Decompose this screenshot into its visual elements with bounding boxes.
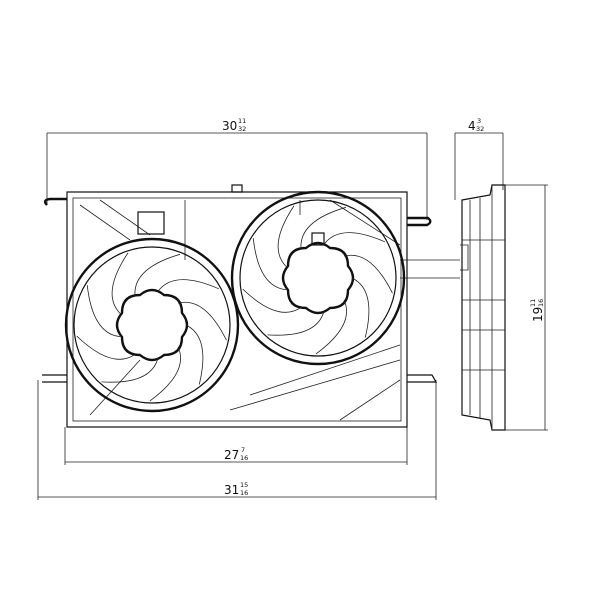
top-width-den: 32 <box>238 125 246 133</box>
overall-width-whole: 31 <box>224 483 239 497</box>
fan-blade <box>177 301 227 341</box>
depth-den: 32 <box>476 125 484 133</box>
fan-blade <box>185 324 204 385</box>
fan-blade <box>76 335 136 360</box>
overall-width-num: 15 <box>240 481 248 489</box>
shroud-width-whole: 27 <box>224 448 239 462</box>
fan-blade <box>157 279 219 292</box>
right-fan <box>230 190 406 366</box>
fan-blade <box>101 358 159 383</box>
depth-num: 3 <box>477 117 481 125</box>
dimension-overall-width: 31 15 16 <box>37 380 437 500</box>
fan-blade <box>86 285 121 338</box>
height-whole: 19 <box>531 307 545 322</box>
shroud-width-den: 16 <box>240 454 248 462</box>
fan-blade <box>323 232 385 245</box>
fan-blade <box>351 277 370 338</box>
top-width-whole: 30 <box>222 119 237 133</box>
shroud-front-view <box>42 184 460 428</box>
fan-blade <box>242 288 302 313</box>
top-width-num: 11 <box>238 117 246 125</box>
fan-blade <box>315 299 347 355</box>
fan-blade <box>149 346 181 402</box>
fan-blade <box>111 252 129 314</box>
overall-width-den: 16 <box>240 489 248 497</box>
fan-blade <box>267 311 325 336</box>
height-num: 11 <box>529 299 537 307</box>
side-view <box>460 184 506 431</box>
dimension-depth: 4 3 32 <box>454 117 504 200</box>
fan-blade <box>300 206 347 249</box>
dimension-shroud-width: 27 7 16 <box>64 427 408 465</box>
left-fan <box>64 237 240 413</box>
shroud-width-num: 7 <box>241 446 245 454</box>
fan-blade <box>277 205 295 267</box>
fan-blade <box>252 238 287 291</box>
fan-blade <box>134 253 181 296</box>
depth-whole: 4 <box>468 119 476 133</box>
dimension-top-width: 30 11 32 <box>46 117 428 220</box>
height-den: 16 <box>537 299 545 307</box>
dimension-height: 19 11 16 <box>505 184 548 431</box>
fan-blade <box>343 254 393 294</box>
